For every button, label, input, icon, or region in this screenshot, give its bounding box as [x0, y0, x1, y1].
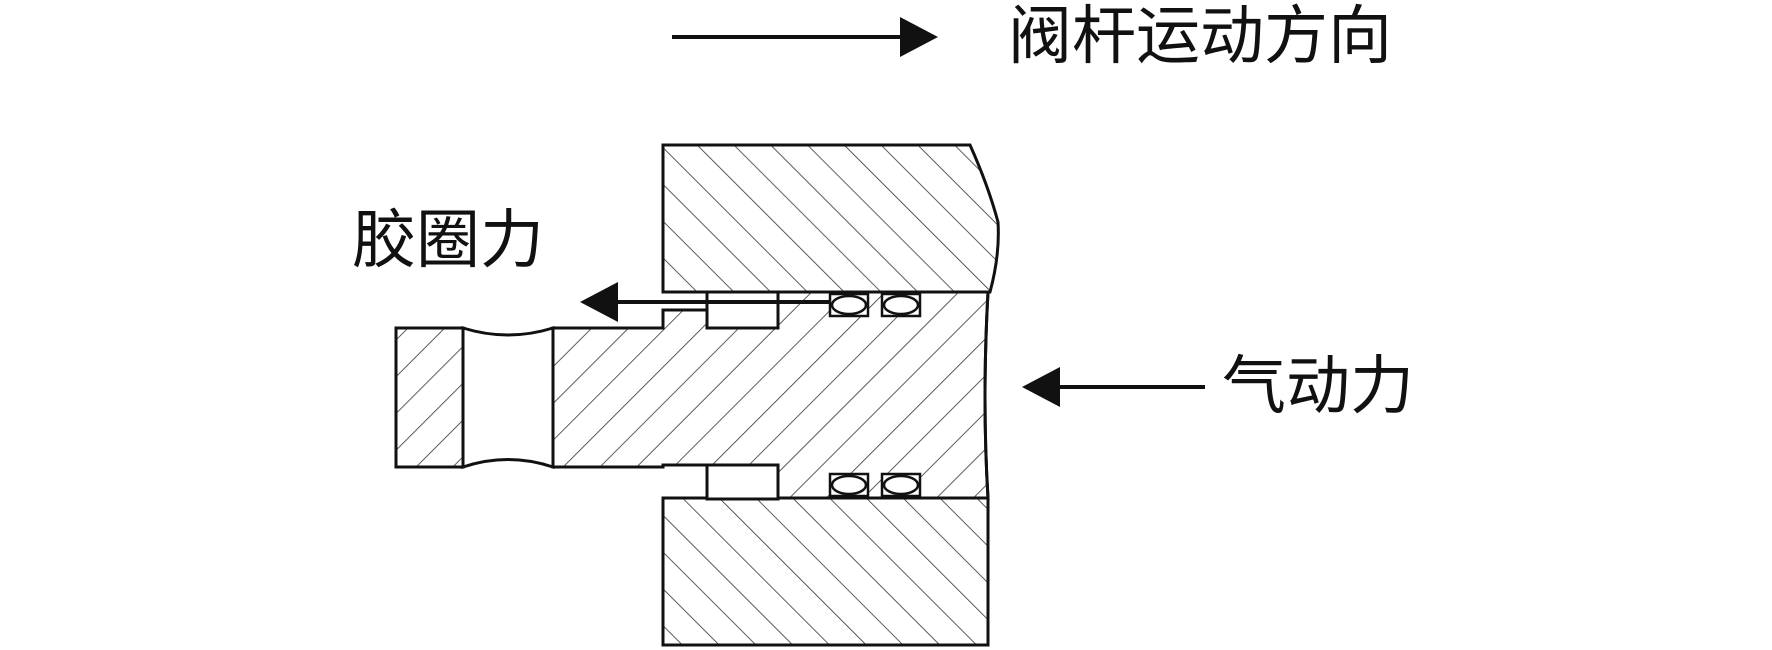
motion-direction-arrow	[672, 17, 938, 57]
stem-neck	[461, 325, 555, 470]
seal-groove-upper	[705, 290, 780, 330]
gas-force-arrow	[1022, 367, 1205, 407]
gas-force-label: 气动力	[1222, 350, 1414, 424]
seal-force-label: 胶圈力	[352, 204, 544, 278]
valve-stem	[394, 290, 990, 501]
housing-upper	[661, 143, 1000, 294]
seal-groove-lower	[705, 463, 780, 501]
housing-lower	[661, 496, 990, 647]
o-rings-lower	[828, 472, 922, 498]
valve-housing	[661, 143, 1000, 647]
o-rings-upper	[828, 292, 922, 318]
stem-end	[394, 326, 465, 469]
seal-force-arrow	[580, 282, 830, 322]
motion-direction-label: 阀杆运动方向	[1008, 0, 1392, 74]
